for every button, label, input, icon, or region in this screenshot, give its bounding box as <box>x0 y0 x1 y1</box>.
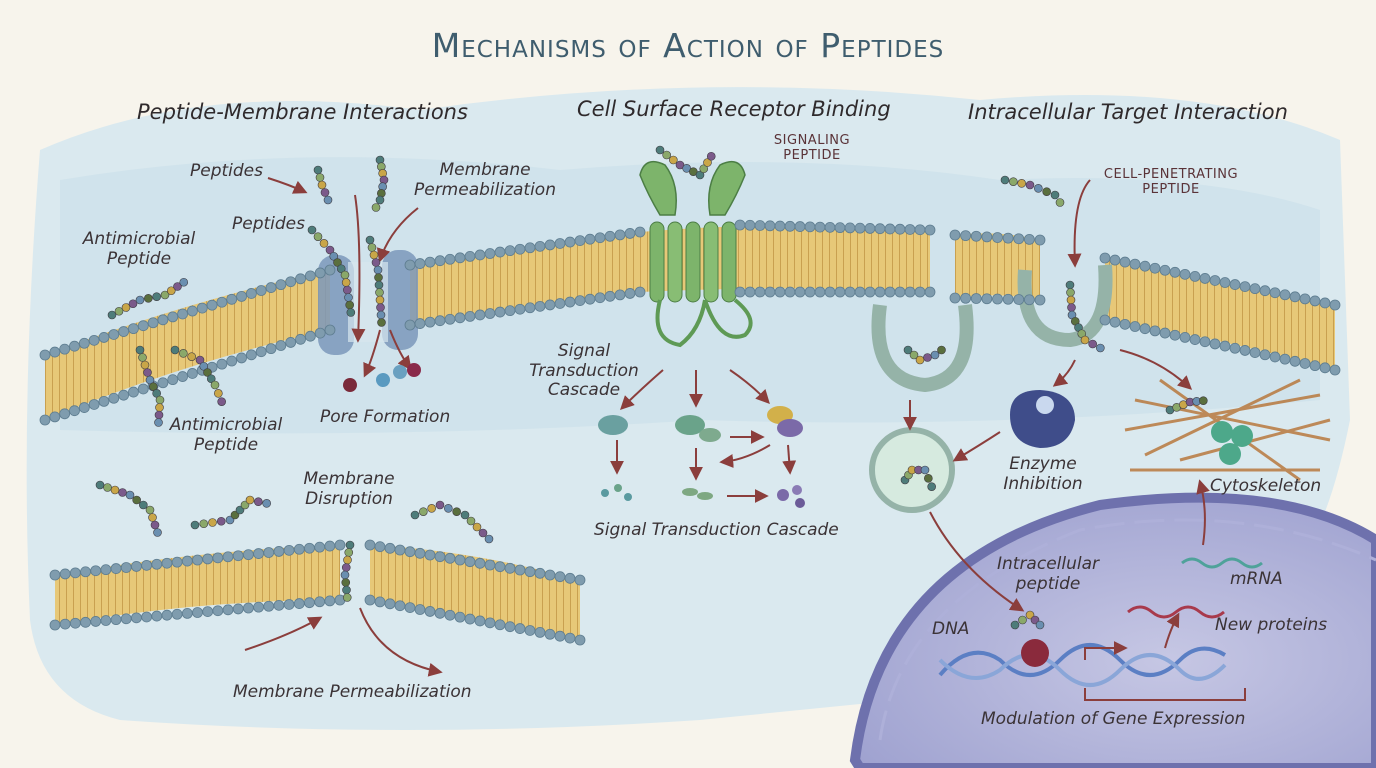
label-signal-transduction-cascade-side: Signal Transduction Cascade <box>529 341 639 401</box>
label-peptides-1: Peptides <box>190 161 263 181</box>
peptide-chain-7 <box>170 345 226 406</box>
peptide-chain-18 <box>1010 610 1045 630</box>
peptide-chain-11 <box>340 540 355 602</box>
label-signaling-peptide: SIGNALING PEPTIDE <box>773 133 851 163</box>
lipid-heads-c-outer <box>734 219 936 236</box>
released-molecule-3 <box>393 365 407 379</box>
peptide-chain-15 <box>903 345 946 365</box>
section-heading-membrane: Peptide-Membrane Interactions <box>137 100 468 124</box>
peptide-chain-14 <box>1065 280 1105 353</box>
lipid-heads-bl-outer <box>49 539 346 581</box>
cytoskeleton-fibers <box>1124 378 1331 482</box>
peptide-chain-4 <box>371 155 389 212</box>
lipid-heads-r1-outer <box>949 229 1046 246</box>
dna-helix <box>938 639 1227 687</box>
cascade-molecules <box>598 406 805 508</box>
released-molecule-1 <box>343 378 357 392</box>
peptide-chain-17 <box>1165 396 1208 415</box>
label-dna: DNA <box>932 619 970 639</box>
page-title: Mechanisms of Action of Peptides <box>431 26 945 65</box>
lipid-heads-br-inner <box>364 594 586 646</box>
section-heading-intracellular: Intracellular Target Interaction <box>968 100 1288 124</box>
peptide-chain-5 <box>307 225 356 317</box>
arrows <box>244 177 1246 701</box>
peptide-chain-16 <box>900 465 936 491</box>
label-membrane-permeabilization-top: Membrane Permeabilization <box>413 160 556 200</box>
label-membrane-disruption: Membrane Disruption <box>303 469 395 509</box>
peptide-chain-9 <box>190 495 271 530</box>
lipid-heads-tl-outer <box>39 264 336 361</box>
peptide-chain-12 <box>655 145 716 180</box>
lipid-heads-r2-inner <box>1099 314 1341 376</box>
label-cell-penetrating-peptide: CELL-PENETRATING PEPTIDE <box>1103 167 1239 197</box>
label-pore-formation: Pore Formation <box>320 407 451 427</box>
peptide-chain-8 <box>95 480 162 537</box>
peptide-chain-1 <box>107 277 189 320</box>
lipid-heads-tl-inner <box>39 324 336 426</box>
peptide-chain-2 <box>135 345 165 427</box>
lipid-heads-r2-outer <box>1099 252 1341 311</box>
label-membrane-permeabilization-bottom: Membrane Permeabilization <box>233 682 472 702</box>
lipid-heads-tc-inner <box>404 286 646 331</box>
rna-strands <box>1127 557 1263 619</box>
label-peptides-2: Peptides <box>232 214 305 234</box>
lipid-heads-br-outer <box>364 539 586 586</box>
label-intracellular-peptide: Intracellular peptide <box>996 554 1100 594</box>
label-signal-transduction-cascade-bottom: Signal Transduction Cascade <box>594 520 839 540</box>
peptide-chain-6 <box>365 235 386 327</box>
peptide-chain-3 <box>313 165 333 205</box>
label-new-proteins: New proteins <box>1215 615 1328 635</box>
label-antimicrobial-peptide-1: Antimicrobial Peptide <box>82 229 196 269</box>
released-molecule-2 <box>376 373 390 387</box>
section-heading-receptor: Cell Surface Receptor Binding <box>577 97 891 121</box>
label-antimicrobial-peptide-2: Antimicrobial Peptide <box>169 415 283 455</box>
enzyme <box>1010 390 1075 448</box>
peptide-chain-10 <box>410 500 494 544</box>
peptide-chain-13 <box>1000 175 1065 207</box>
lipid-heads-c-inner <box>734 286 936 298</box>
lipid-heads-bl-inner <box>49 594 346 631</box>
label-modulation-of-gene-expression: Modulation of Gene Expression <box>981 709 1246 729</box>
lipid-heads-tc-outer <box>404 226 646 271</box>
label-mrna: mRNA <box>1230 569 1283 589</box>
released-molecule-4 <box>407 363 421 377</box>
lipid-heads-r1-inner <box>949 292 1046 306</box>
receptor-protein <box>639 160 753 348</box>
label-cytoskeleton: Cytoskeleton <box>1210 476 1322 496</box>
membrane-bilayer-center <box>640 225 930 292</box>
label-enzyme-inhibition: Enzyme Inhibition <box>1003 454 1083 494</box>
